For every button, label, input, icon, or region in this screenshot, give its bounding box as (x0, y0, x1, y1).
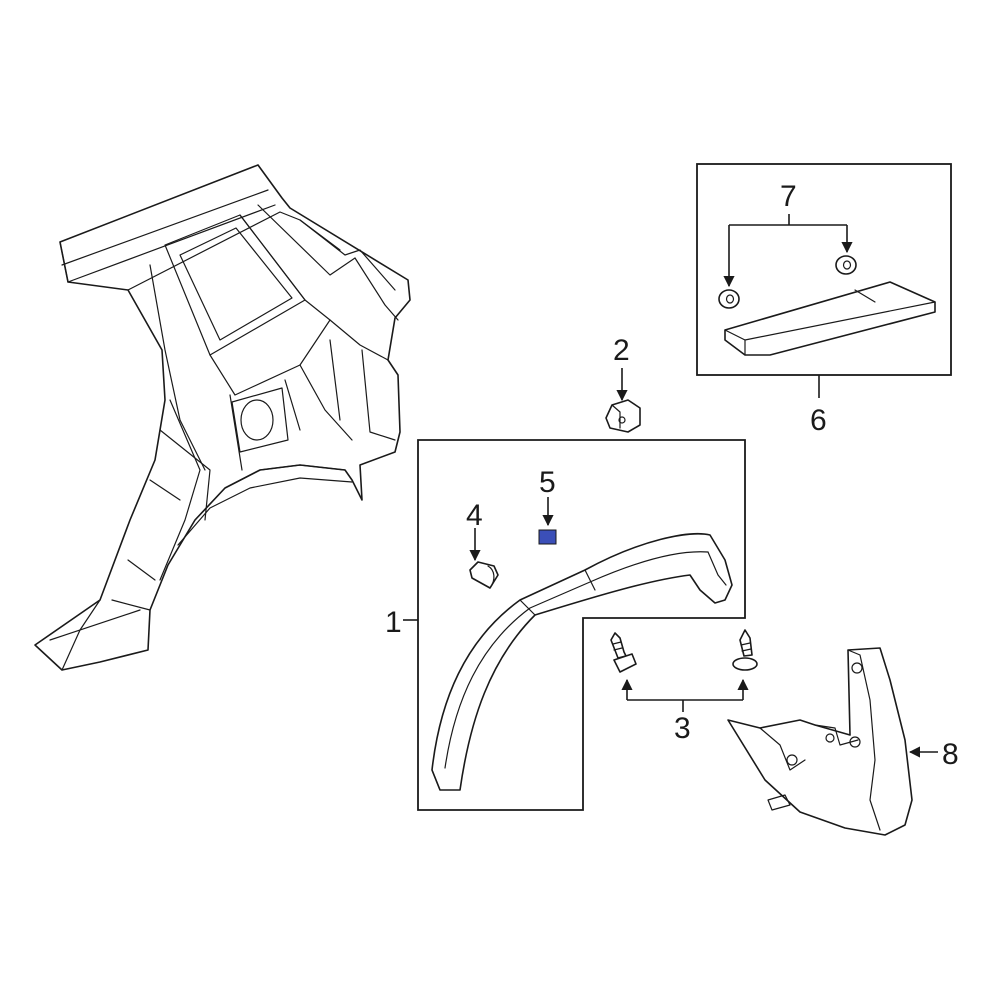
screw-3-right (732, 629, 758, 671)
callout-4: 4 (466, 499, 483, 532)
clip-7-left (718, 289, 740, 309)
clip-7-right (835, 255, 857, 275)
screw-3-left (610, 632, 637, 673)
inset-box-arch (417, 439, 746, 811)
garnish-moulding (724, 281, 936, 356)
callout-2: 2 (613, 334, 630, 367)
inset-box-moulding (696, 163, 952, 376)
mud-flap-8 (727, 647, 913, 836)
leader-7 (729, 214, 847, 286)
callout-3: 3 (674, 712, 691, 745)
callout-1: 1 (385, 606, 402, 639)
clip-5-highlighted (538, 529, 557, 545)
clip-4 (469, 561, 499, 589)
callout-8: 8 (942, 738, 959, 771)
callout-6: 6 (810, 404, 827, 437)
wheel-arch-moulding (431, 532, 733, 791)
quarter-panel (34, 164, 411, 671)
retainer-2 (605, 399, 641, 433)
callout-7: 7 (780, 180, 797, 213)
leader-3 (627, 680, 743, 712)
callout-5: 5 (539, 466, 556, 499)
